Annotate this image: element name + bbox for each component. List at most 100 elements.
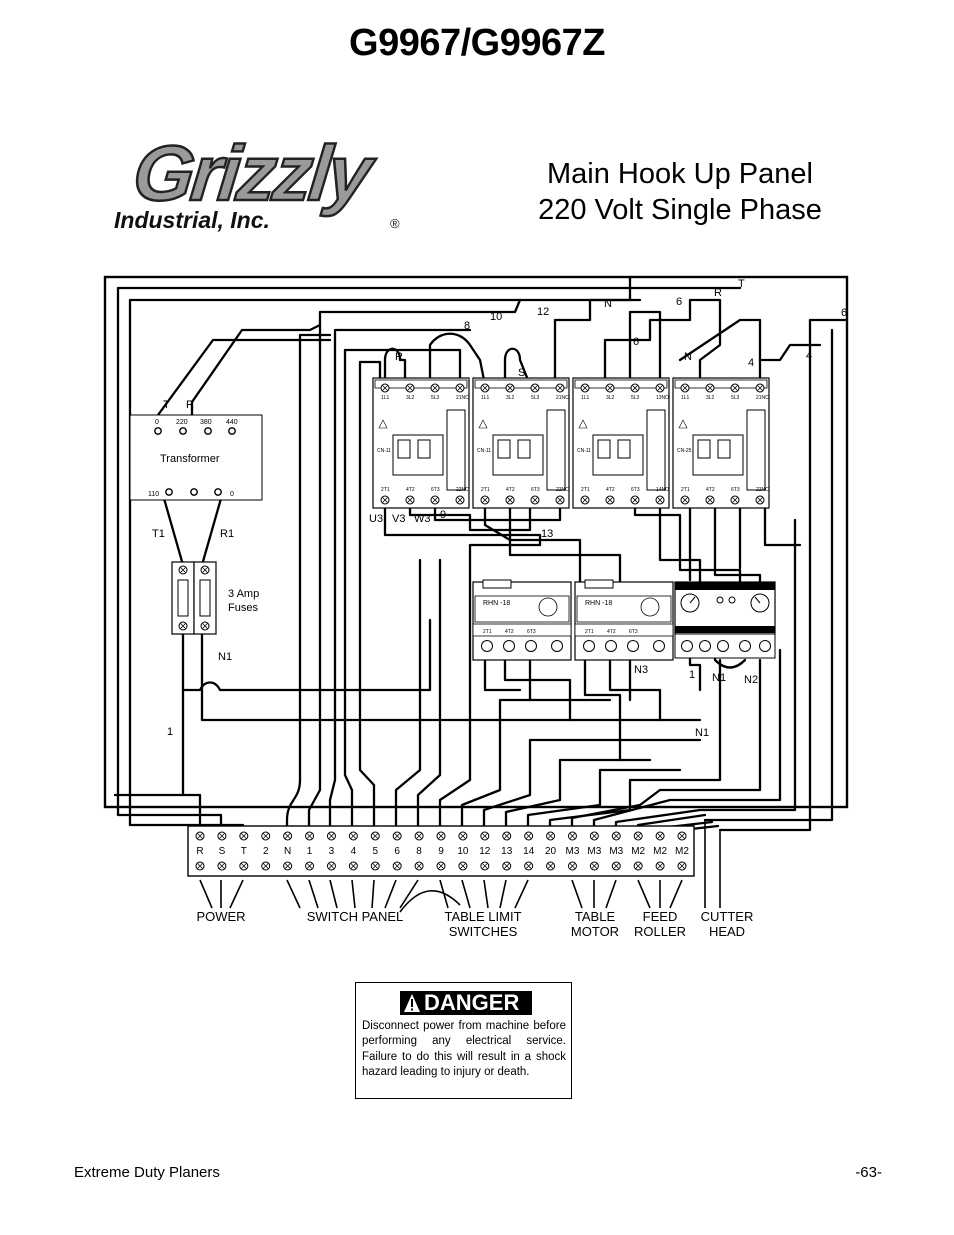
transformer-box	[129, 414, 263, 501]
terminal-screw-bottom	[195, 861, 205, 871]
terminal-screw-bottom	[480, 861, 490, 871]
contactor-terminal-label: 14NO	[656, 487, 669, 493]
contactor-terminal-label: 5L3	[731, 395, 740, 401]
terminal-block: S	[217, 831, 227, 871]
terminal-label: M3	[566, 846, 580, 857]
wire-label-6c: 6	[633, 336, 639, 348]
terminal-label: M2	[631, 846, 645, 857]
terminal-screw-top	[392, 831, 402, 841]
group-power: POWER	[196, 909, 246, 924]
terminal-screw-bottom	[283, 861, 293, 871]
terminal-screw-bottom	[677, 861, 687, 871]
transformer-out-r1: R1	[220, 528, 234, 540]
contactor-terminal-screw	[430, 495, 440, 505]
contactor-terminal-screw	[405, 383, 415, 393]
contactor-terminal-label: 3L2	[706, 395, 715, 401]
terminal-label: T	[241, 846, 247, 857]
terminal-block: M2	[653, 831, 667, 871]
terminal-block: 5	[370, 831, 380, 871]
contactor-terminal-screw	[680, 495, 690, 505]
wires	[113, 276, 847, 849]
fuse-neutral-label: N1	[218, 651, 232, 663]
contactor-terminal-label: 4T2	[606, 487, 615, 493]
overload-model: RHN -18	[585, 600, 612, 607]
terminal-block: M3	[609, 831, 624, 871]
terminal-screw-top	[633, 831, 643, 841]
terminal-screw-bottom	[546, 861, 556, 871]
logo-registered: ®	[390, 216, 400, 231]
terminal-label: 13	[501, 846, 513, 857]
terminal-block: 13	[501, 831, 513, 871]
wire-label-4b: 4	[806, 350, 812, 362]
terminal-label: M2	[675, 846, 689, 857]
contactor-terminal-label: 5L3	[631, 395, 640, 401]
transformer-top-right-label: R	[186, 399, 194, 411]
terminal-block: 1	[305, 831, 315, 871]
danger-text: Disconnect power from machine before per…	[362, 1020, 566, 1078]
transformer-tap-0: 0	[155, 419, 159, 426]
group-cutter-head: CUTTER HEAD	[700, 909, 754, 939]
overload-terminal-label: 4T2	[505, 629, 514, 635]
page-title: G9967/G9967Z	[349, 22, 605, 64]
terminal-label: M2	[653, 846, 667, 857]
transformer: T R 0 220 380 440 Transformer 110 0 T1 R…	[129, 399, 263, 540]
contactor-terminal-label: 2T1	[381, 487, 390, 493]
terminal-block: R	[195, 831, 205, 871]
terminal-label: 10	[457, 846, 469, 857]
wire-label-n: N	[684, 351, 692, 363]
terminal-screw-top	[283, 831, 293, 841]
terminal-label: 20	[545, 846, 557, 857]
wire-label-12: 12	[537, 306, 549, 318]
terminal-screw-bottom	[589, 861, 599, 871]
contactor-terminal-label: 5L3	[531, 395, 540, 401]
terminal-block: 8	[414, 831, 424, 871]
terminal-block: 10	[457, 831, 469, 871]
terminal-screw-top	[567, 831, 577, 841]
contactor-terminal-screw	[380, 495, 390, 505]
contactor-terminal-label: 1L1	[681, 395, 690, 401]
page-number: -63-	[855, 1164, 882, 1181]
contactor-terminal-screw	[605, 495, 615, 505]
transformer-label: Transformer	[160, 453, 220, 465]
wire-label-v3: V3	[392, 513, 405, 525]
transformer-tap-110: 110	[148, 491, 159, 498]
contactor-terminal-screw	[430, 383, 440, 393]
terminal-screw-top	[589, 831, 599, 841]
group-feed-roller: FEED ROLLER	[633, 909, 687, 939]
terminal-label: 5	[372, 846, 378, 857]
terminal-block: M2	[631, 831, 646, 871]
contactor-terminal-screw	[405, 495, 415, 505]
contactor-tag: CN-11	[577, 448, 591, 454]
wire-label-r-top: R	[714, 287, 722, 299]
contactor-terminal-screw	[505, 495, 515, 505]
contactor-terminal-screw	[705, 383, 715, 393]
terminal-screw-top	[655, 831, 665, 841]
wire-label-6a: 6	[676, 296, 682, 308]
contactor-terminal-screw	[730, 383, 740, 393]
terminal-screw-top	[546, 831, 556, 841]
wire-label-n1-relay: N1	[712, 672, 726, 684]
terminal-screw-bottom	[414, 861, 424, 871]
wire-label-1-relay: 1	[689, 669, 695, 681]
wire-label-s: S	[518, 367, 525, 379]
contactor-terminal-label: 2T1	[581, 487, 590, 493]
terminal-screw-top	[195, 831, 205, 841]
terminal-block: 2	[261, 831, 271, 871]
contactor-terminal-label: 3L2	[406, 395, 415, 401]
contactor-terminal-screw	[380, 383, 390, 393]
wire-label-n2-relay: N2	[744, 674, 758, 686]
contactor-terminal-screw	[480, 383, 490, 393]
transformer-top-left-label: T	[163, 399, 170, 411]
fuse-label-line1: 3 Amp	[228, 588, 259, 600]
terminal-screw-bottom	[326, 861, 336, 871]
contactor-terminal-label: 21NC	[756, 395, 769, 401]
terminal-screw-bottom	[611, 861, 621, 871]
transformer-out-t1: T1	[152, 528, 165, 540]
terminal-label: 1	[307, 846, 313, 857]
wire-label-r: R	[395, 351, 403, 363]
contactor-terminal-screw	[580, 495, 590, 505]
transformer-tap-220: 220	[176, 419, 188, 426]
